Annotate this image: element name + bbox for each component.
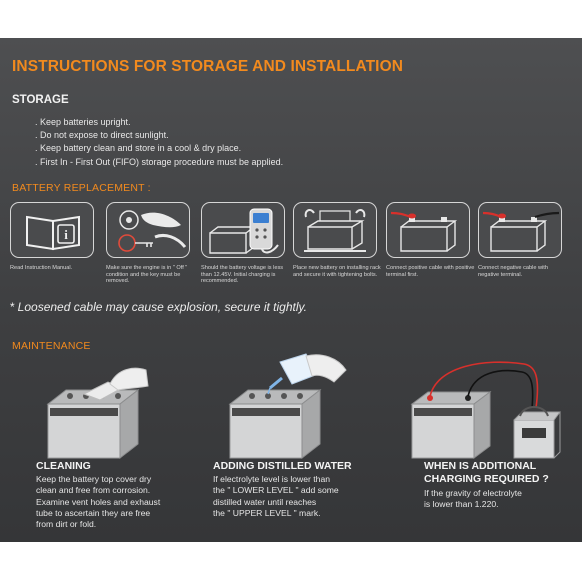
cleaning-text: Keep the battery top cover dry clean and… (36, 474, 160, 530)
charging-line: If the gravity of electrolyte (424, 488, 522, 498)
water-line: the " UPPER LEVEL " mark. (213, 507, 321, 518)
water-line: the " LOWER LEVEL " add some (213, 485, 339, 496)
battery-cleaning-illustration (46, 367, 149, 460)
warning-text: Loosened cable may cause explosion, secu… (17, 300, 307, 314)
battery-replacement-heading: BATTERY REPLACEMENT : (12, 182, 151, 194)
negative-cable-icon (482, 211, 560, 252)
maintenance-heading: MAINTENANCE (12, 340, 91, 352)
positive-cable-icon (390, 211, 458, 252)
charging-text: If the gravity of electrolyte is lower t… (424, 488, 522, 511)
cleaning-heading: CLEANING (36, 460, 91, 472)
step-caption: Place new battery on installing rack and… (293, 265, 381, 278)
battery-charging-illustration (410, 361, 561, 459)
step-caption: Make sure the engine is in " Off " condi… (106, 265, 188, 285)
step-caption: Connect negative cable with negative ter… (478, 265, 548, 278)
storage-list: . Keep batteries upright. . Do not expos… (35, 116, 283, 169)
page-title: INSTRUCTIONS FOR STORAGE AND INSTALLATIO… (12, 58, 404, 75)
instruction-panel: INSTRUCTIONS FOR STORAGE AND INSTALLATIO… (0, 38, 582, 542)
water-line: If electrolyte level is lower than (213, 474, 331, 484)
step-caption: Read Instruction Manual. (10, 265, 73, 271)
step-caption: Should the battery voltage is less than … (201, 265, 284, 285)
step-connect-positive (386, 202, 470, 258)
cleaning-line: tube to ascertain they are free (36, 507, 151, 518)
manual-book-icon: i (26, 215, 80, 251)
svg-text:i: i (64, 227, 68, 242)
step-engine-off (106, 202, 190, 258)
engine-off-key-icon (118, 210, 187, 252)
warning-star: * (10, 300, 15, 314)
water-text: If electrolyte level is lower than the "… (213, 474, 339, 519)
voltage-meter-icon (209, 208, 279, 254)
storage-heading: STORAGE (12, 94, 69, 106)
warning-note: *Loosened cable may cause explosion, sec… (10, 300, 307, 314)
storage-item: . First In - First Out (FIFO) storage pr… (35, 156, 284, 167)
cleaning-line: clean and free from corrosion. (36, 485, 151, 496)
charging-heading-line: CHARGING REQUIRED ? (424, 473, 549, 485)
step-read-manual: i (10, 202, 94, 258)
storage-item: . Keep batteries upright. (35, 117, 131, 127)
battery-rack-icon (304, 209, 366, 252)
step-place-battery (293, 202, 377, 258)
charging-line: is lower than 1.220. (424, 499, 499, 510)
water-line: distilled water until reaches (213, 496, 317, 507)
storage-item: . Keep battery clean and store in a cool… (35, 143, 242, 154)
step-check-voltage (201, 202, 285, 258)
cleaning-line: Keep the battery top cover dry (36, 474, 152, 484)
step-connect-negative (478, 202, 562, 258)
battery-water-illustration (228, 353, 347, 460)
step-caption: Connect positive cable with positive ter… (386, 265, 475, 278)
storage-item: . Do not expose to direct sunlight. (35, 130, 169, 141)
charging-heading-line: WHEN IS ADDITIONAL (424, 460, 537, 472)
water-heading: ADDING DISTILLED WATER (213, 460, 352, 472)
cleaning-line: Examine vent holes and exhaust (36, 496, 161, 507)
cleaning-line: from dirt or fold. (36, 519, 97, 530)
charging-heading: WHEN IS ADDITIONAL CHARGING REQUIRED ? (424, 460, 549, 486)
